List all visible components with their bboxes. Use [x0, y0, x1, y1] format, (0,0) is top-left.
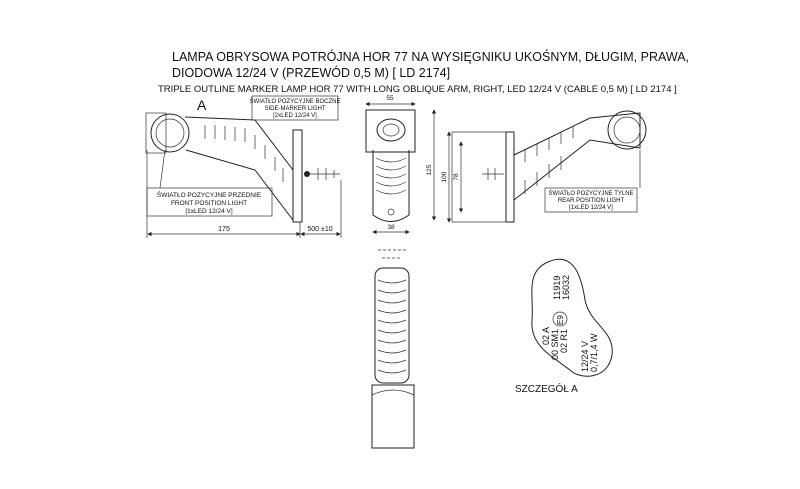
detail-code-3: 02 A: [541, 327, 551, 345]
detail-code-2: 16032: [561, 275, 571, 300]
detail-code-1: 11919: [552, 276, 562, 300]
side-view: [365, 109, 416, 222]
bottom-view: [371, 249, 415, 449]
cable: [310, 168, 340, 180]
dim-width-bottom: 38: [387, 224, 395, 231]
rear-label-en: REAR POSITION LIGHT: [558, 198, 625, 204]
detail-voltage: 12/24 V: [580, 341, 590, 372]
front-label-en: FRONT POSITION LIGHT: [171, 200, 247, 207]
front-view: A: [145, 97, 340, 223]
front-label-pl: ŚWIATŁO POZYCYJNE PRZEDNIE: [157, 190, 262, 199]
side-label-en: SIDE-MARKER LIGHT: [264, 106, 325, 112]
dim-hole-spacing: 78: [453, 173, 460, 181]
detail-power: 0,7/1,4 W: [589, 333, 599, 372]
front-lamp-head: [150, 113, 190, 153]
rear-label-spec: [1xLED 12/24 V]: [569, 205, 613, 211]
rear-label-box: [544, 187, 638, 213]
rear-view: [451, 110, 647, 223]
e-mark: E9: [556, 315, 565, 325]
rear-label-pl: ŚWIATŁO POZYCYJNE TYLNE: [548, 189, 633, 197]
dim-length: 175: [218, 226, 230, 233]
side-label-spec: [2xLED 12/24 V]: [273, 113, 317, 119]
side-label-pl: ŚWIATŁO POZYCYJNE BOCZNE: [250, 97, 341, 105]
detail-marker-a: A: [197, 97, 207, 113]
rear-lamp-head: [607, 110, 647, 150]
side-label-box: [251, 95, 339, 121]
dim-width-top: 55: [386, 95, 394, 102]
e-mark-circle: [552, 311, 568, 327]
mounting-plate: [292, 129, 303, 223]
detail-a: 11919 16032 E9 02 A 00 SM1 02 R1 12/24 V…: [515, 258, 613, 395]
title-pl-line1: LAMPA OBRYSOWA POTRÓJNA HOR 77 NA WYSIĘG…: [172, 50, 689, 64]
detail-caption: SZCZEGÓŁ A: [515, 382, 578, 395]
title-pl-line2: DIODOWA 12/24 V (PRZEWÓD 0,5 M) [ LD 217…: [172, 66, 451, 80]
mounting-plate-rear: [505, 131, 515, 223]
dim-height-plate: 100: [441, 171, 448, 182]
oblique-arm-rear: [513, 112, 641, 201]
front-label-spec: [1xLED 12/24 V]: [185, 208, 233, 215]
title-en: TRIPLE OUTLINE MARKER LAMP HOR 77 WITH L…: [158, 84, 677, 95]
detail-code-4: 00 SM1: [550, 329, 560, 360]
dim-height-side: 125: [426, 164, 433, 175]
detail-code-5: 02 R1: [559, 329, 569, 353]
dim-cable: 500 ±10: [307, 226, 332, 233]
